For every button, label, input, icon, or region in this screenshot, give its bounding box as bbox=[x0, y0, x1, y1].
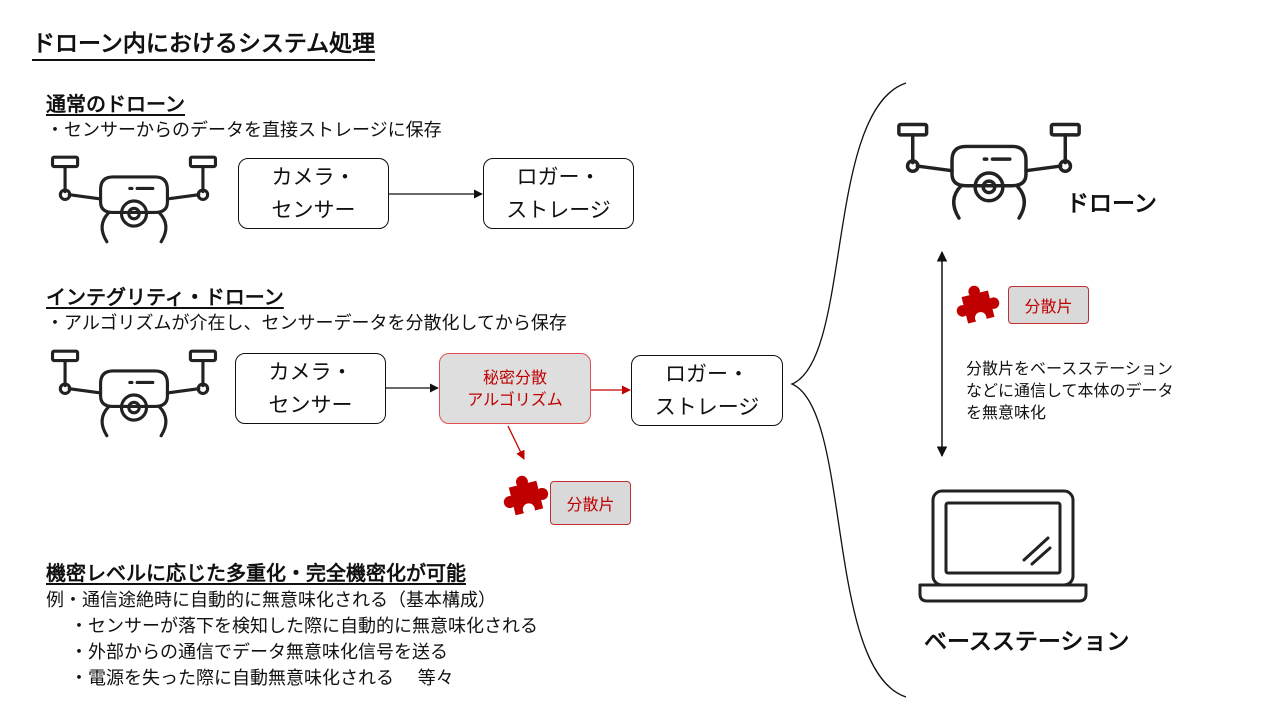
base-station-label: ベースステーション bbox=[924, 629, 1130, 655]
example-line: ・電源を失った際に自動無意味化される 等々 bbox=[70, 668, 454, 689]
secret-sharing-algorithm-box: 秘密分散 アルゴリズム bbox=[439, 353, 591, 424]
multiplexing-heading: 機密レベルに応じた多重化・完全機密化が可能 bbox=[46, 561, 466, 585]
example-line: ・外部からの通信でデータ無意味化信号を送る bbox=[70, 642, 448, 663]
laptop-icon bbox=[918, 489, 1088, 603]
fragment-tag: 分散片 bbox=[550, 481, 631, 525]
drone-icon bbox=[891, 121, 1087, 225]
arrow-icon bbox=[507, 425, 525, 460]
normal-logger-storage-box: ロガー・ ストレージ bbox=[483, 158, 634, 229]
example-line: ・センサーが落下を検知した際に自動的に無意味化される bbox=[70, 616, 538, 637]
puzzle-piece-icon bbox=[955, 284, 1001, 330]
integrity-drone-description: ・アルゴリズムが介在し、センサーデータを分散化してから保存 bbox=[46, 313, 567, 334]
normal-drone-heading: 通常のドローン bbox=[46, 92, 185, 116]
integrity-logger-storage-box: ロガー・ ストレージ bbox=[631, 355, 783, 426]
integrity-drone-heading: インテグリティ・ドローン bbox=[46, 285, 284, 309]
page-title: ドローン内におけるシステム処理 bbox=[32, 24, 376, 61]
integrity-camera-sensor-box: カメラ・ センサー bbox=[235, 353, 386, 424]
normal-camera-sensor-box: カメラ・ センサー bbox=[238, 158, 389, 229]
fragment-tag: 分散片 bbox=[1008, 286, 1089, 324]
brace-icon bbox=[790, 82, 907, 698]
fragment-note: 分散片をベースステーション などに通信して本体のデータ を無意味化 bbox=[966, 359, 1174, 422]
example-line: 例・通信途絶時に自動的に無意味化される（基本構成） bbox=[46, 590, 496, 611]
normal-drone-description: ・センサーからのデータを直接ストレージに保存 bbox=[46, 120, 442, 141]
drone-label: ドローン bbox=[1066, 191, 1157, 217]
